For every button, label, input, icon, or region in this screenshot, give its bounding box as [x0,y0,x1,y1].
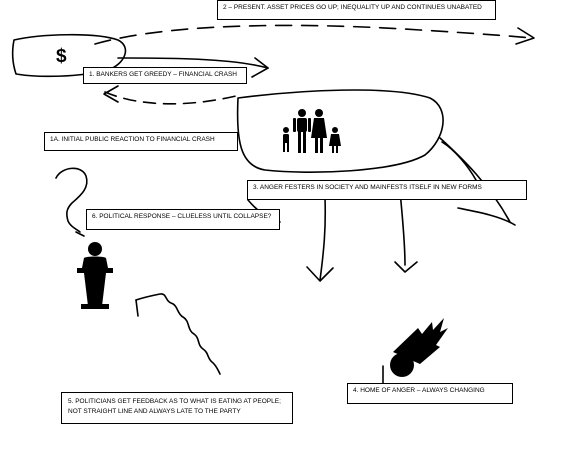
politician-podium-icon [77,242,113,309]
branch-to-meteor [399,189,406,266]
feedback-squiggle [135,293,221,375]
meteor-icon [390,318,448,377]
label-bankers: 1. BANKERS GET GREEDY – FINANCIAL CRASH [83,67,247,84]
label-home-of-anger: 4. HOME OF ANGER – ALWAYS CHANGING [347,383,513,404]
question-mark-icon [55,167,88,233]
dashed-arrow-reaction [104,91,237,105]
family-icon [283,109,341,153]
label-initial-reaction: 1A. INITIAL PUBLIC REACTION TO FINANCIAL… [44,132,238,151]
dollar-icon: $ [56,46,67,67]
label-politicians-feedback: 5. POLITICIANS GET FEEDBACK AS TO WHAT I… [61,392,293,424]
branch-to-podium [319,197,327,281]
anger-oval [236,89,444,173]
label-political-response: 6. POLITICAL RESPONSE – CLUELESS UNTIL C… [86,209,280,230]
label-anger-festers: 3. ANGER FESTERS IN SOCIETY AND MAINFEST… [247,180,527,200]
dashed-arrow-present [94,24,533,45]
arrow-bank-to-crash [117,57,269,69]
label-present: 2 – PRESENT. ASSET PRICES GO UP; INEQUAL… [217,0,496,20]
